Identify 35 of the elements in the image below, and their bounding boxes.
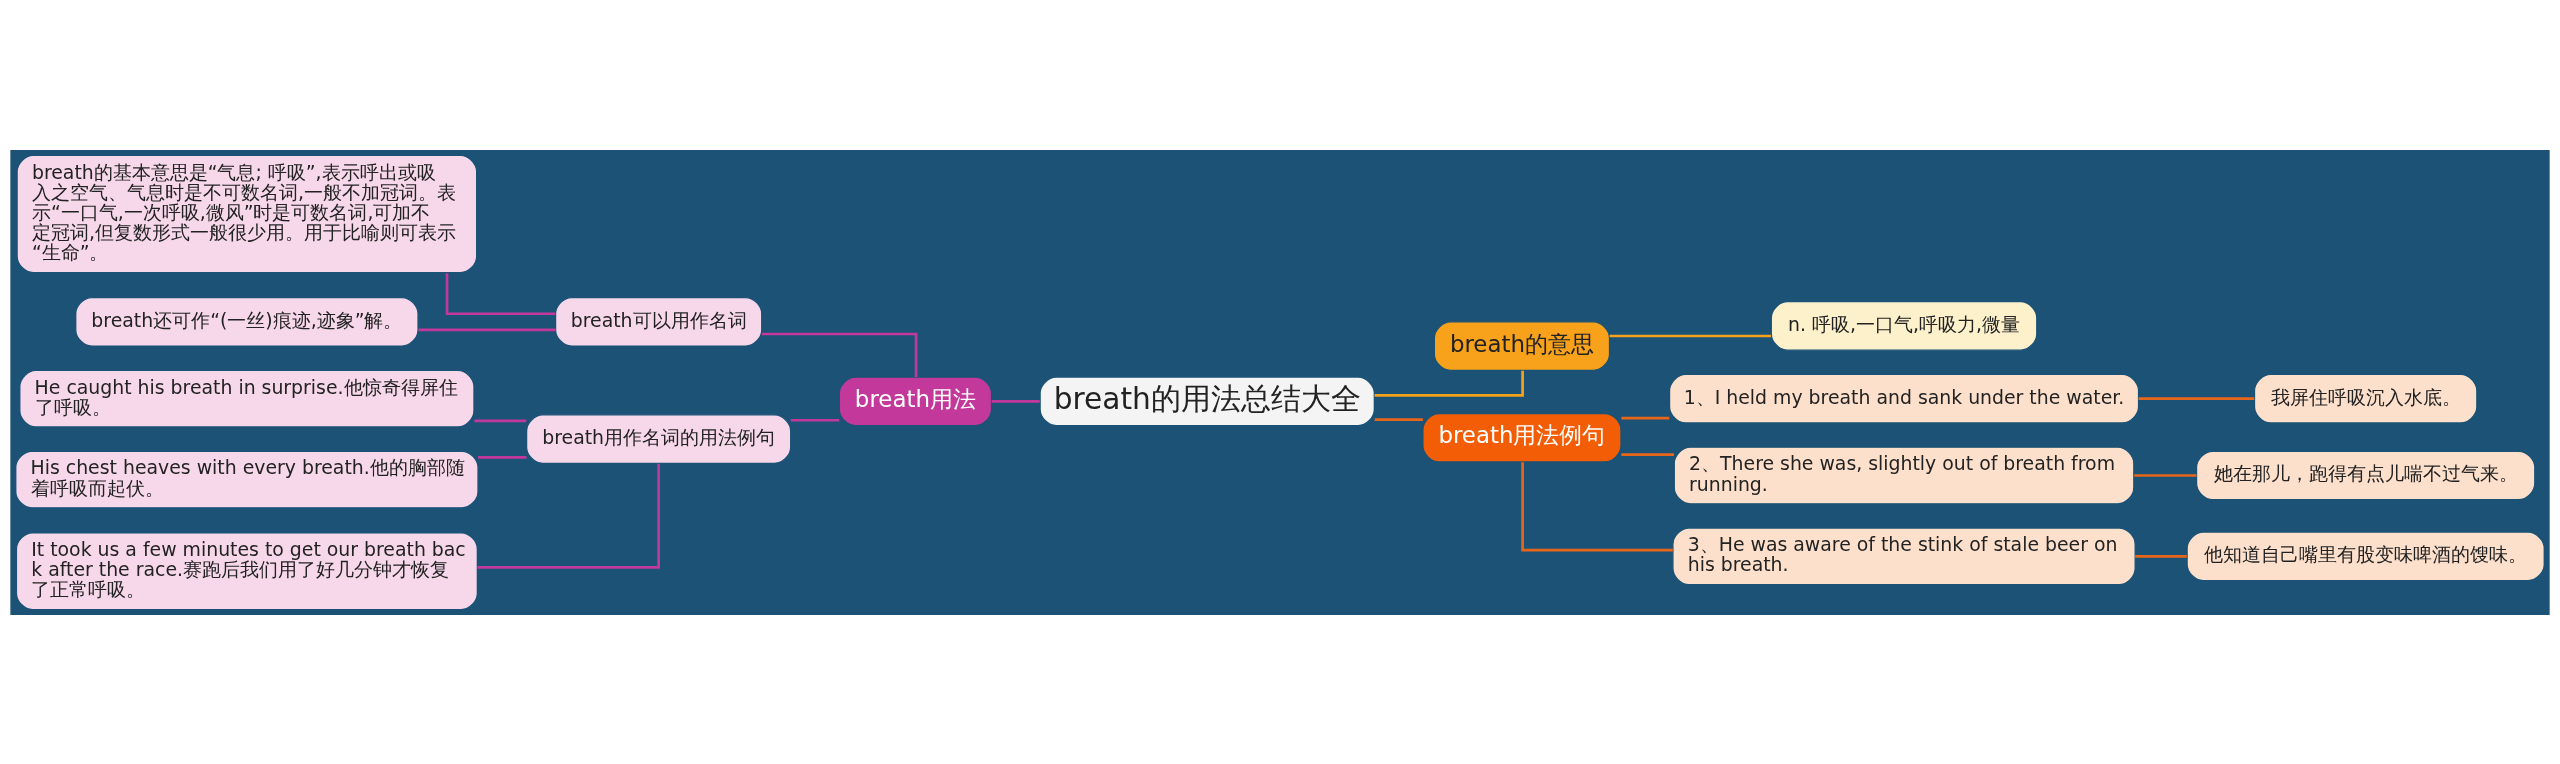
connector <box>1374 417 1423 421</box>
connector <box>1521 461 1673 551</box>
node-box: breath的用法总结大全 <box>1039 375 1376 426</box>
connector <box>1609 334 1772 337</box>
connector <box>418 328 556 331</box>
node-box: breath用法例句 <box>1422 412 1622 463</box>
node-box: His chest heaves with every breath.他的胸部随着呼吸而起伏。 <box>15 450 479 509</box>
node-box: He caught his breath in surprise.他惊奇得屏住了呼吸。 <box>19 369 475 428</box>
node-box: breath用作名词的用法例句 <box>525 413 792 464</box>
connector <box>445 272 556 315</box>
connector <box>474 419 527 422</box>
node-box: breath的基本意思是“气息; 呼吸”,表示呼出或吸入之空气、气息时是不可数名词,一般不加冠词。表示“一口气,一次呼吸,微风”时是可数名词,可加不定冠词,但复数形式一般很少用。用于比喻则可表示“生命”。 <box>16 154 478 273</box>
node-box: 1、I held my breath and sank under the water. <box>1668 373 2140 424</box>
node-box: 他知道自己嘴里有股变味啤酒的馊味。 <box>2186 530 2545 581</box>
connector <box>478 455 527 459</box>
connector <box>1621 416 1670 420</box>
node-box: It took us a few minutes to get our breath back after the race.赛跑后我们用了好几分钟才恢复了正常呼吸。 <box>15 531 479 610</box>
connector <box>1621 452 1674 456</box>
connector <box>761 332 918 377</box>
connector <box>1374 370 1524 397</box>
node-box: 她在那儿，跑得有点儿喘不过气来。 <box>2195 450 2536 500</box>
connector <box>991 399 1040 403</box>
node-box: 我屏住呼吸沉入水底。 <box>2253 373 2478 424</box>
node-box: breath用法 <box>838 375 993 426</box>
node-box: 2、There she was, slightly out of breath from running. <box>1673 446 2135 504</box>
connector <box>2138 396 2255 400</box>
node-box: breath的意思 <box>1433 320 1611 371</box>
connector <box>2135 554 2187 558</box>
node-box: breath还可作“(一丝)痕迹,迹象”解。 <box>75 296 419 347</box>
connector <box>790 418 840 422</box>
connector <box>2134 473 2197 477</box>
connector <box>477 463 660 569</box>
node-box: 3、He was aware of the stink of stale beer on his breath. <box>1672 526 2136 585</box>
node-box: n. 呼吸,一口气,呼吸力,微量 <box>1770 300 2038 351</box>
node-box: breath可以用作名词 <box>554 296 763 347</box>
